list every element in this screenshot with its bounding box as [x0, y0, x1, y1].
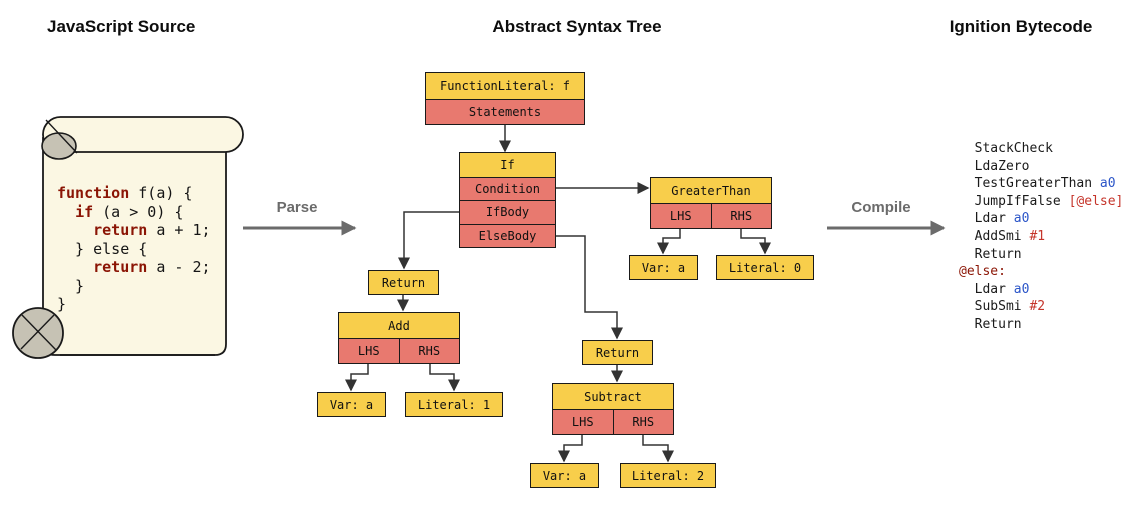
ast-node-literal-1: Literal: 1 [405, 392, 503, 417]
edge-sub-lhs-to-var [558, 433, 583, 463]
ast-field-rhs: RHS [710, 204, 771, 228]
code-line: AddSmi #1 [959, 228, 1046, 244]
compile-label: Compile [851, 199, 911, 216]
ast-operand-row: LHS RHS [553, 409, 673, 434]
edge-ifbody-to-return [398, 211, 460, 270]
scroll-top-roll [41, 116, 244, 160]
edge-sub-rhs-to-literal [642, 433, 674, 463]
scroll-bottom-roll [12, 307, 215, 359]
code-line: } [57, 276, 85, 295]
ast-field-lhs: LHS [553, 410, 613, 434]
ast-field-statements: Statements [426, 98, 584, 124]
ast-node-literal-2: Literal: 2 [620, 463, 716, 488]
code-line: @else: [959, 264, 1006, 280]
ast-field-rhs: RHS [612, 410, 673, 434]
ast-node-subtract: Subtract LHS RHS [552, 383, 674, 435]
ast-node-if: If Condition IfBody ElseBody [459, 152, 556, 248]
ast-field-lhs: LHS [651, 204, 711, 228]
bytecode-listing: StackCheck LdaZero TestGreaterThan a0 Ju… [959, 140, 1123, 334]
code-line: Ldar a0 [959, 211, 1030, 227]
ast-node-function-literal: FunctionLiteral: f Statements [425, 72, 585, 125]
code-line: return a + 1; [93, 221, 211, 239]
code-line: Return [959, 246, 1022, 262]
ast-node-var-a-subtract: Var: a [530, 463, 599, 488]
ast-node-header: If [460, 153, 555, 177]
ast-node-header: Subtract [553, 384, 673, 409]
ast-operand-row: LHS RHS [339, 338, 459, 363]
code-line: JumpIfFalse [@else] [959, 193, 1124, 209]
source-code-block: function f(a) { if (a > 0) { return a + … [57, 184, 211, 314]
ast-edges [345, 124, 771, 463]
ast-node-header: GreaterThan [651, 178, 771, 203]
ast-node-header: Add [339, 313, 459, 338]
code-line: Ldar a0 [959, 281, 1030, 297]
ast-node-return-else: Return [582, 340, 653, 365]
scroll-graphic [12, 116, 244, 359]
code-line: return a - 2; [93, 258, 211, 276]
ast-field-lhs: LHS [339, 339, 399, 363]
code-line: StackCheck [959, 141, 1053, 156]
code-line: SubSmi #2 [959, 299, 1046, 315]
code-line: Return [959, 316, 1022, 332]
code-line: function f(a) { [57, 184, 193, 202]
ast-node-var-a-add: Var: a [317, 392, 386, 417]
ast-node-header: FunctionLiteral: f [426, 73, 584, 99]
ast-node-return-if: Return [368, 270, 439, 295]
parse-label: Parse [276, 199, 318, 216]
bytecode-column-title: Ignition Bytecode [949, 17, 1093, 36]
edge-add-rhs-to-literal [429, 362, 460, 392]
ast-node-literal-0: Literal: 0 [716, 255, 814, 280]
edge-gt-lhs-to-var [657, 225, 681, 255]
source-column-title: JavaScript Source [47, 17, 196, 36]
code-line: LdaZero [959, 158, 1030, 174]
edge-add-lhs-to-var [345, 362, 369, 392]
code-line: TestGreaterThan a0 [959, 176, 1116, 192]
code-line: if (a > 0) { [75, 202, 184, 221]
ast-node-add: Add LHS RHS [338, 312, 460, 364]
ast-column-title: Abstract Syntax Tree [492, 17, 662, 36]
edge-elsebody-to-return [556, 235, 623, 340]
ast-field-ifbody: IfBody [460, 200, 555, 224]
ast-field-condition: Condition [460, 176, 555, 200]
code-line: } else { [57, 239, 148, 258]
ast-field-elsebody: ElseBody [460, 223, 555, 247]
ast-field-rhs: RHS [398, 339, 459, 363]
edge-gt-rhs-to-literal [740, 225, 771, 255]
ast-node-var-a-condition: Var: a [629, 255, 698, 280]
code-line: } [57, 295, 67, 313]
ast-operand-row: LHS RHS [651, 203, 771, 228]
ast-node-greater-than: GreaterThan LHS RHS [650, 177, 772, 229]
